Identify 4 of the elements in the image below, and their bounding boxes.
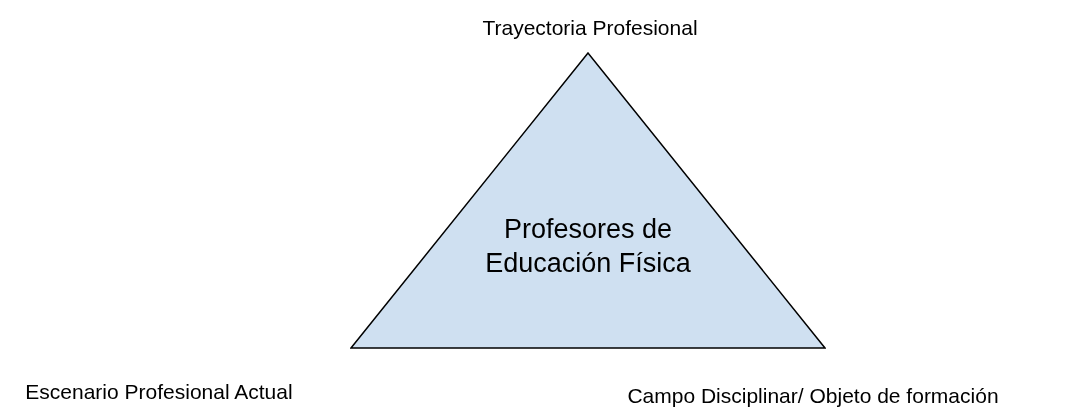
- corner-label: Campo Disciplinar/ Objeto de formación: [627, 384, 999, 407]
- corner-label: Trayectoria Profesional: [482, 16, 698, 39]
- corner-label: Escenario Profesional Actual: [25, 380, 293, 403]
- node-text: Profesores de Educación Física: [484, 213, 692, 280]
